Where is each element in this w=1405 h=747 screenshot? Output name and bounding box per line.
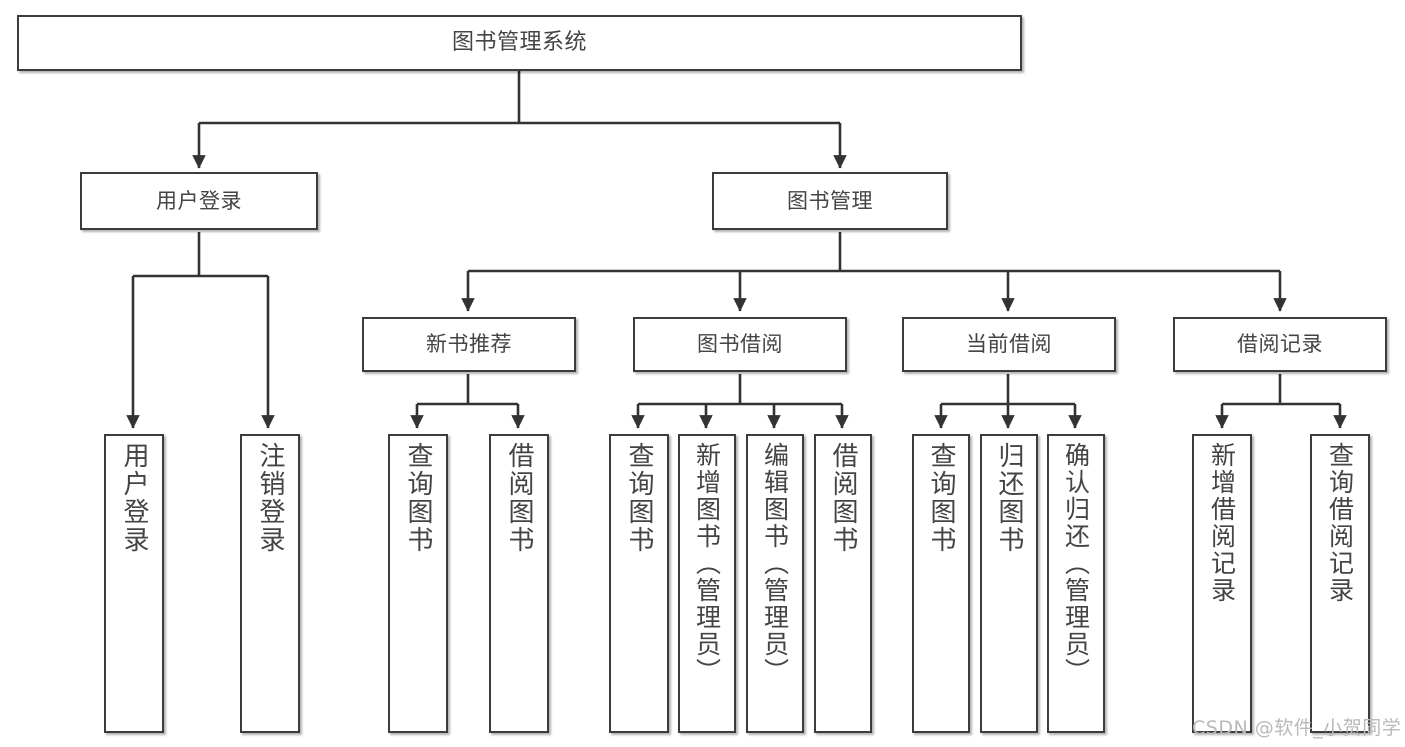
leaf-query-record-label: 查询借阅记录 [1325,442,1355,604]
node-current-borrow[interactable]: 当前借阅 [902,317,1116,372]
node-book-manage-label: 图书管理 [787,188,873,213]
leaf-add-book-label: 新增图书（管理员） [692,442,722,685]
node-borrow-record-label: 借阅记录 [1237,332,1323,357]
leaf-borrow-book-1[interactable]: 借阅图书 [489,434,549,733]
leaf-query-book-3-label: 查询图书 [926,442,956,554]
leaf-confirm-return-label: 确认归还（管理员） [1061,442,1091,685]
leaf-user-login[interactable]: 用户登录 [104,434,164,733]
leaf-add-record[interactable]: 新增借阅记录 [1192,434,1252,733]
node-book-borrow-label: 图书借阅 [697,332,783,357]
leaf-logout-label: 注销登录 [255,442,285,554]
node-borrow-record[interactable]: 借阅记录 [1173,317,1387,372]
leaf-query-book-2-label: 查询图书 [624,442,654,554]
watermark: CSDN @软件_小贺同学 [1192,717,1402,739]
leaf-query-book-1-label: 查询图书 [403,442,433,554]
leaf-query-book-1[interactable]: 查询图书 [388,434,448,733]
node-user-login-label: 用户登录 [156,188,242,213]
leaf-return-book[interactable]: 归还图书 [980,434,1038,733]
leaf-edit-book[interactable]: 编辑图书（管理员） [746,434,804,733]
leaf-return-book-label: 归还图书 [994,442,1024,554]
node-current-borrow-label: 当前借阅 [966,332,1052,357]
leaf-query-book-3[interactable]: 查询图书 [912,434,970,733]
leaf-query-book-2[interactable]: 查询图书 [609,434,669,733]
leaf-query-record[interactable]: 查询借阅记录 [1310,434,1370,733]
node-user-login[interactable]: 用户登录 [80,172,318,230]
leaf-logout[interactable]: 注销登录 [240,434,300,733]
leaf-edit-book-label: 编辑图书（管理员） [760,442,790,685]
leaf-borrow-book-1-label: 借阅图书 [504,442,534,554]
node-root-label: 图书管理系统 [451,30,587,56]
node-new-book-rec[interactable]: 新书推荐 [362,317,576,372]
node-root[interactable]: 图书管理系统 [17,15,1022,71]
leaf-confirm-return[interactable]: 确认归还（管理员） [1047,434,1105,733]
leaf-add-record-label: 新增借阅记录 [1207,442,1237,604]
node-new-book-rec-label: 新书推荐 [426,332,512,357]
node-book-borrow[interactable]: 图书借阅 [633,317,847,372]
leaf-borrow-book-2[interactable]: 借阅图书 [814,434,872,733]
leaf-add-book[interactable]: 新增图书（管理员） [678,434,736,733]
leaf-borrow-book-2-label: 借阅图书 [828,442,858,554]
node-book-manage[interactable]: 图书管理 [712,172,948,230]
leaf-user-login-label: 用户登录 [119,442,149,554]
